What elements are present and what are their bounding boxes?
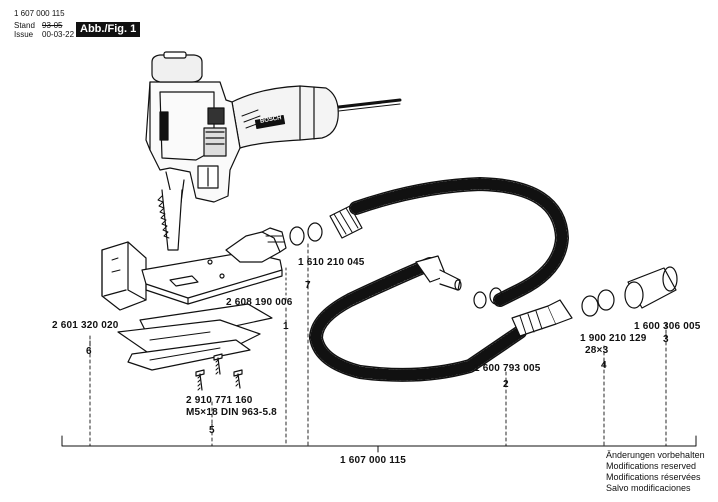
position-5: 5 [209, 425, 215, 436]
position-7: 7 [305, 280, 311, 291]
position-4: 4 [601, 360, 607, 371]
footer-note-fr: Modifications réservées [606, 472, 701, 482]
document-number: 1 607 000 115 [14, 9, 65, 18]
jigsaw-tool-drawing [145, 51, 402, 251]
part-number-o-ring-small: 1 610 210 045 [298, 257, 365, 268]
o-ring-spec: 28×3 [585, 345, 609, 356]
base-plate-drawing [117, 303, 273, 371]
part-number-deflector: 2 601 320 020 [52, 320, 119, 331]
position-1: 1 [283, 321, 289, 332]
position-3: 3 [663, 334, 669, 345]
position-6: 6 [86, 346, 92, 357]
part-number-adapter: 2 608 190 006 [226, 297, 293, 308]
part-number-o-ring-large: 1 900 210 129 [580, 333, 647, 344]
figure-badge: Abb./Fig. 1 [76, 22, 141, 37]
stand-date: 93-05 [42, 21, 63, 30]
screws-spec: M5×18 DIN 963-5.8 [186, 407, 277, 418]
hose-sleeve-drawing [624, 266, 678, 309]
tee-rings-drawing [473, 287, 503, 309]
adapter-base-drawing [141, 227, 287, 305]
issue-date: 00-03-22 [42, 30, 75, 39]
footer-note-es: Salvo modificaciones [606, 483, 691, 493]
hose-drawing [309, 177, 573, 382]
deflector-plate-drawing [101, 241, 147, 311]
footer-note-en: Modifications reserved [606, 461, 697, 471]
assembly-bracket [61, 435, 697, 447]
o-ring-large-drawing [581, 289, 615, 317]
screws-drawing [195, 353, 243, 391]
position-2: 2 [503, 379, 509, 390]
part-number-hose: 1 600 793 005 [474, 363, 541, 374]
issue-label: Issue [14, 30, 34, 39]
assembly-part-number: 1 607 000 115 [340, 455, 406, 466]
footer-note-de: Änderungen vorbehalten [606, 450, 705, 460]
stand-label: Stand [14, 21, 35, 30]
o-ring-small-drawing [289, 222, 323, 246]
part-number-screws: 2 910 771 160 [186, 395, 253, 406]
part-number-sleeve: 1 600 306 005 [634, 321, 701, 332]
